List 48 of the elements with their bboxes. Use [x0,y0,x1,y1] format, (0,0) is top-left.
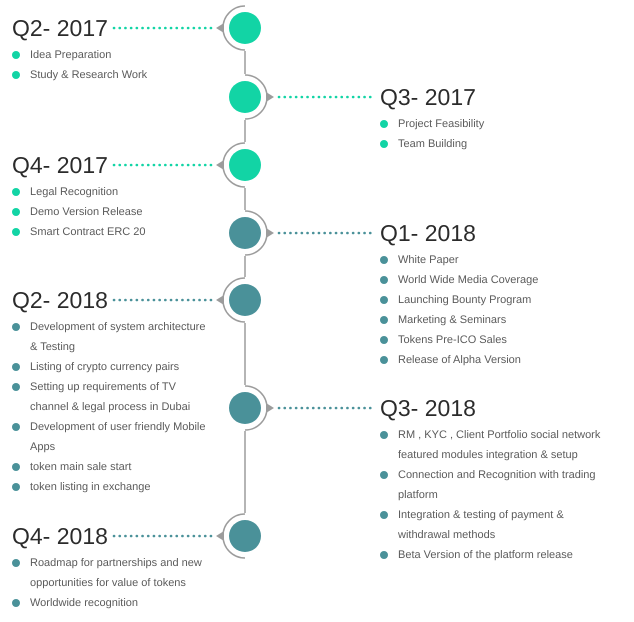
milestone-marker [216,277,261,323]
dotted-connector [112,164,212,166]
dotted-connector [112,298,212,302]
quarter-heading: Q4- 2017 [12,151,108,179]
milestone-marker [229,210,274,256]
quarter-heading: Q3- 2017 [380,83,476,111]
task-text: token main sale start [30,460,132,475]
task-text: Team Building [398,137,468,152]
task-text: World Wide Media Coverage [398,273,538,288]
dotted-connector [112,26,212,30]
quarter-heading: Q2- 2017 [12,14,108,42]
task-text: Release of Alpha Version [398,353,521,368]
task-text: Listing of crypto currency pairs [30,360,180,375]
task-text: Study & Research Work [30,68,148,83]
quarter-heading: Q3- 2018 [380,394,476,422]
task-text: Launching Bounty Program [398,293,532,308]
milestone-marker [216,513,261,559]
dotted-connector [112,534,212,538]
quarter-heading: Q2- 2018 [12,286,108,314]
quarter-heading: Q1- 2018 [380,219,476,247]
timeline-line [244,120,246,142]
task-text: RM , KYC , Client Portfolio social network featured modules integration & setup [398,428,602,463]
task-text: Development of system architecture & Testing [30,320,206,355]
quarter-heading: Q4- 2018 [12,522,108,550]
task-text: Marketing & Seminars [398,313,506,328]
task-text: Tokens Pre-ICO Sales [398,333,507,348]
timeline-line [244,256,246,277]
milestone-marker [216,142,261,188]
task-text: Legal Recognition [30,185,118,200]
timeline-line [244,431,246,513]
task-text: Beta Version of the platform release [398,548,573,563]
timeline-line [244,188,246,210]
timeline-line [244,51,246,74]
timeline-line [244,323,246,385]
task-text: Smart Contract ERC 20 [30,225,146,240]
task-text: Connection and Recognition with trading platform [398,468,597,503]
task-text: Roadmap for partnerships and new opportunities for value of tokens [30,556,203,591]
milestone-marker [229,74,274,120]
task-text: Idea Preparation [30,48,112,63]
task-text: Worldwide recognition [30,596,138,611]
milestone-marker [216,5,261,51]
task-text: Demo Version Release [30,205,143,220]
task-text: Integration & testing of payment & withdrawal methods [398,508,565,543]
task-text: White Paper [398,253,459,268]
task-text: token listing in exchange [30,480,150,495]
task-text: Project Feasibility [398,117,484,132]
task-text: Setting up requirements of TV channel & legal process in Dubai [30,380,192,415]
milestone-marker [229,385,274,431]
